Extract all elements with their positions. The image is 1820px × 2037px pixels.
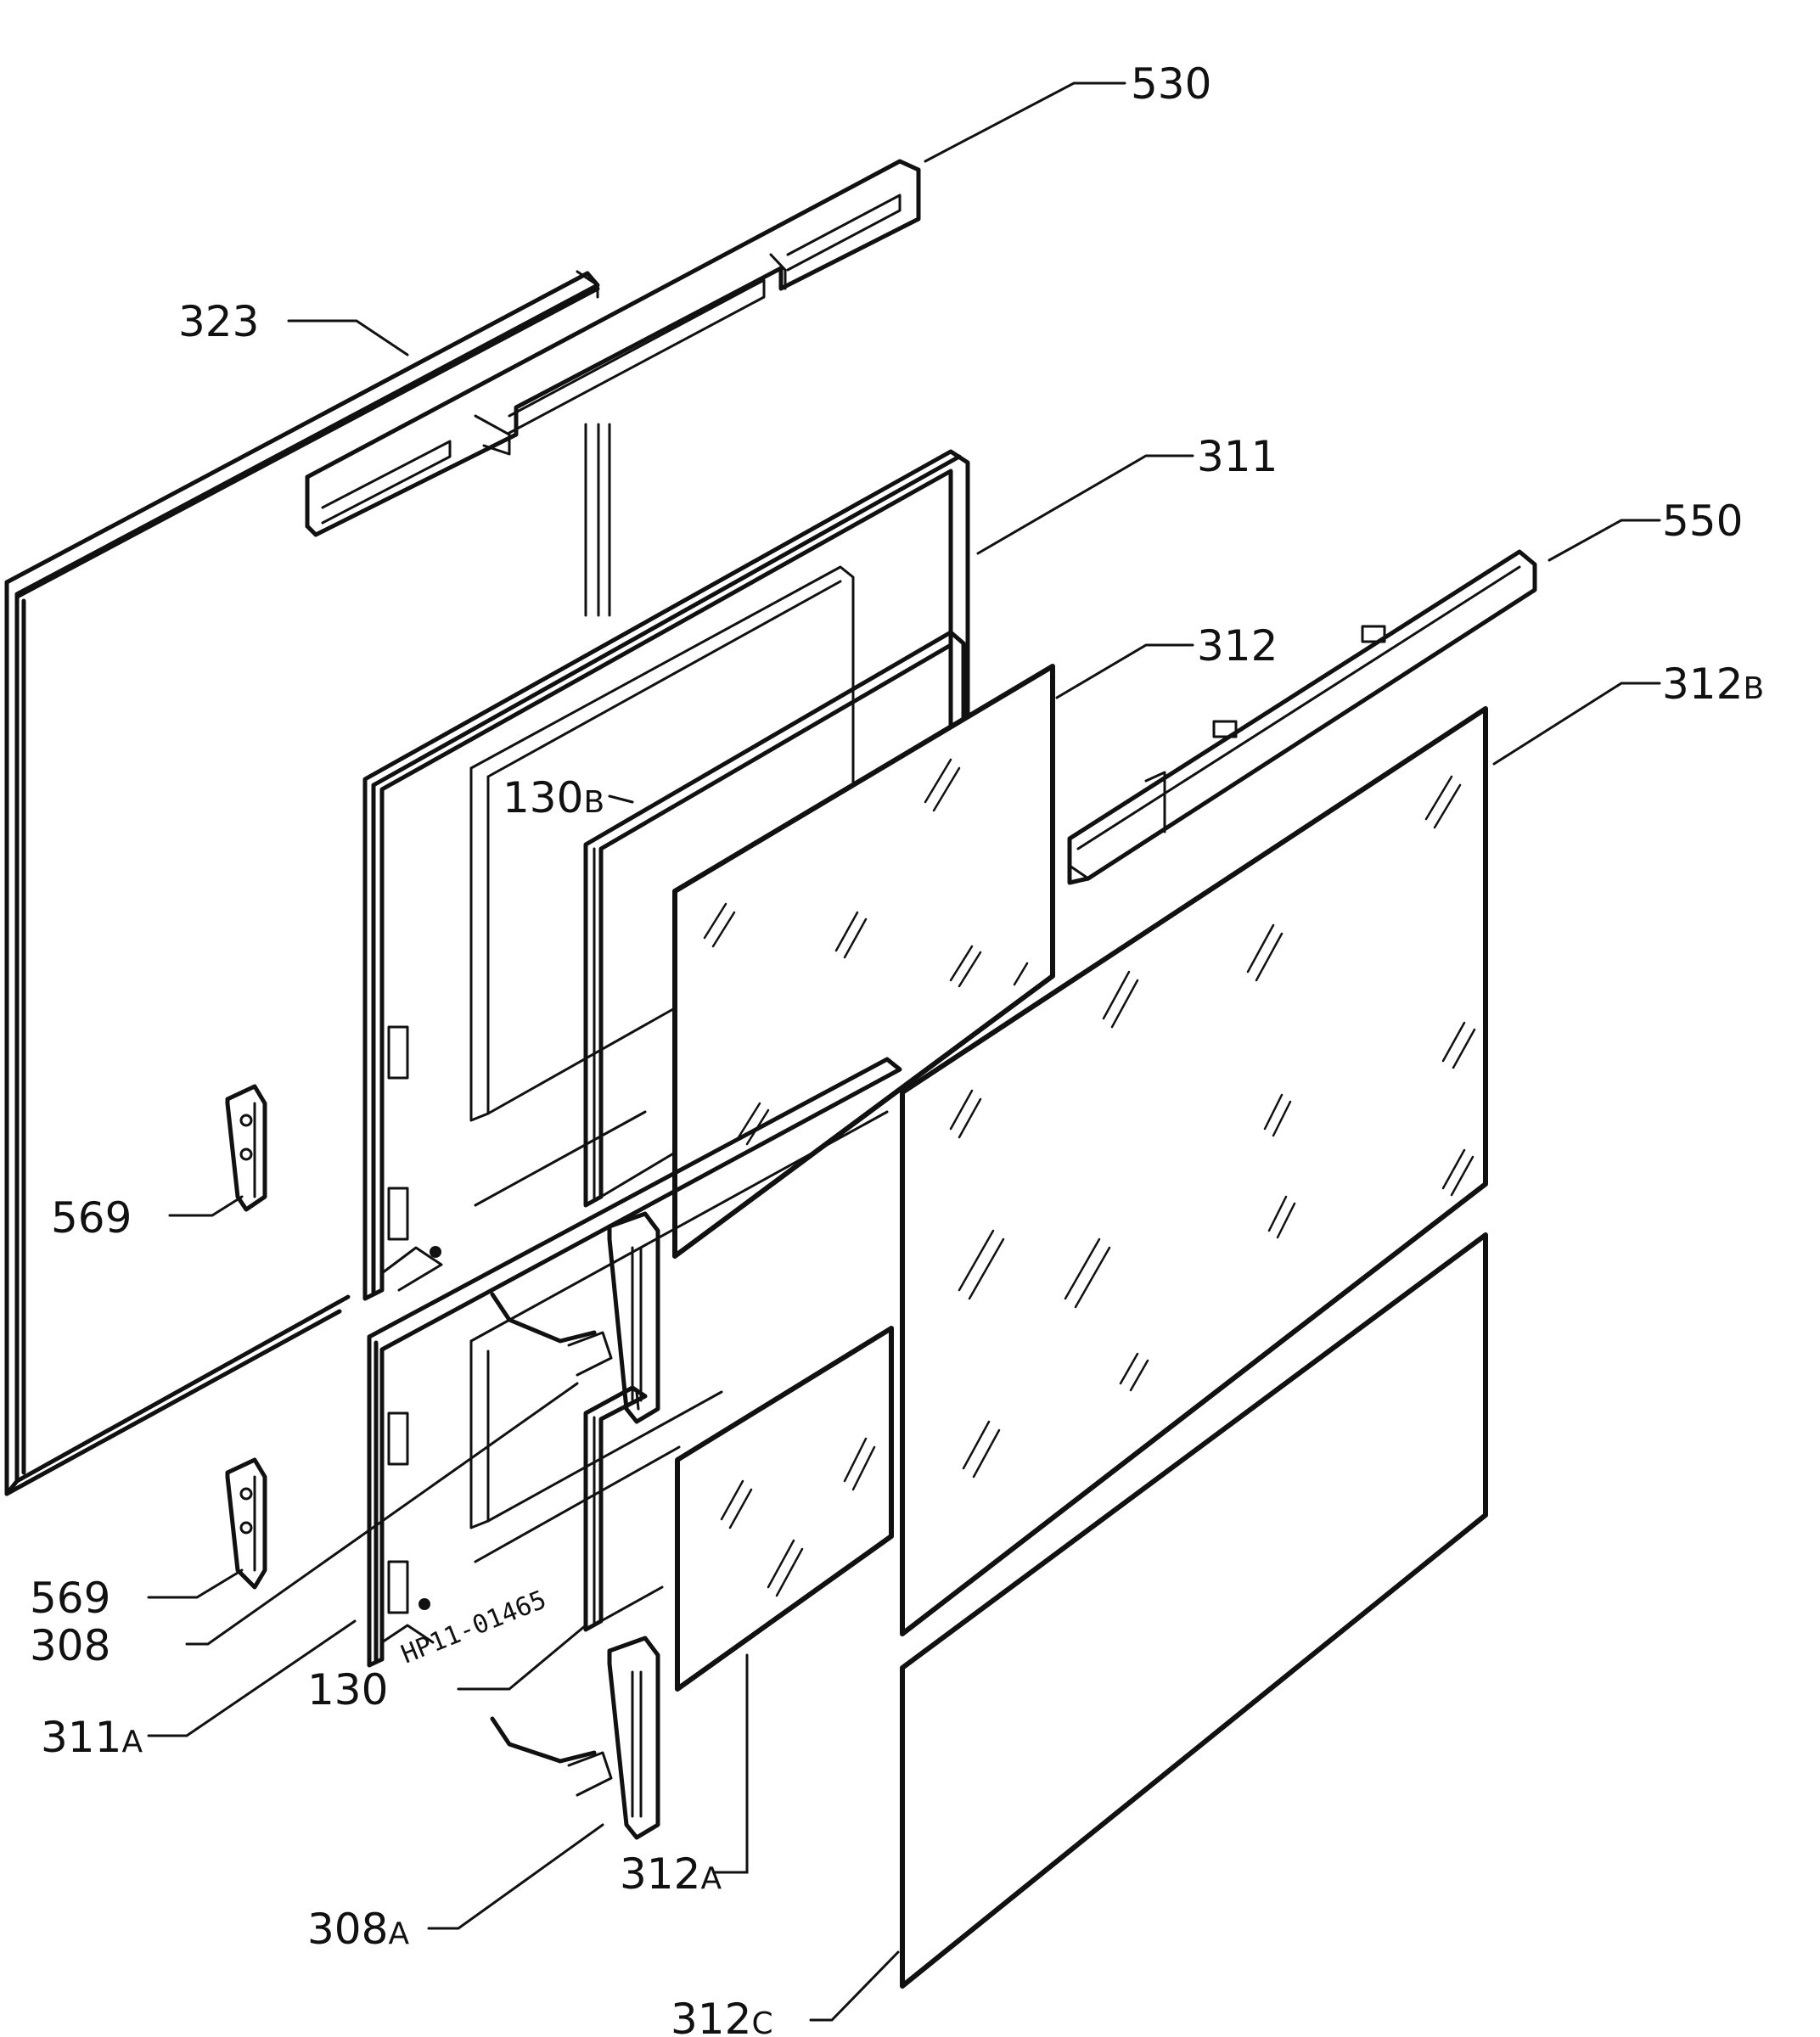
label-569-lower: 569 [30,1574,110,1623]
label-530: 530 [1131,59,1211,109]
part-130-seal-lower [583,1385,664,1632]
part-530-top-rail [305,159,921,537]
label-311a: 311A [41,1713,143,1762]
part-550-hinge-bar [1067,549,1537,885]
label-312b: 312B [1662,659,1764,709]
part-569-hinge-clip-upper [225,1084,267,1212]
label-569-upper: 569 [51,1193,132,1243]
label-550: 550 [1662,497,1743,546]
drawing-code: HP11-01465 [397,1585,551,1669]
part-569-hinge-clip-lower [225,1457,267,1590]
part-323-outer-frame [4,270,611,1496]
label-130b: 130B [503,773,604,822]
label-312a: 312A [620,1849,722,1899]
label-312c: 312C [671,1995,773,2037]
label-308: 308 [30,1621,110,1670]
part-312a-glass-lower [675,1326,894,1692]
label-308a: 308A [307,1905,409,1954]
label-130: 130 [307,1665,388,1714]
part-312c-glass-bottom [900,1232,1488,1989]
part-312b-glass-large [900,706,1488,1636]
leader-lines [147,81,1661,2022]
label-312: 312 [1197,621,1278,671]
label-311: 311 [1197,432,1278,481]
part-312-glass-upper [672,664,1055,1259]
part-308a-hinge-lower [490,1636,660,1840]
part-311a-inner-frame-lower [367,1057,902,1668]
label-323: 323 [178,297,259,346]
callout-labels: 530 323 311 550 312 312B 130B 569 569 30… [30,59,1764,2037]
part-308-hinge-upper [490,1211,660,1424]
